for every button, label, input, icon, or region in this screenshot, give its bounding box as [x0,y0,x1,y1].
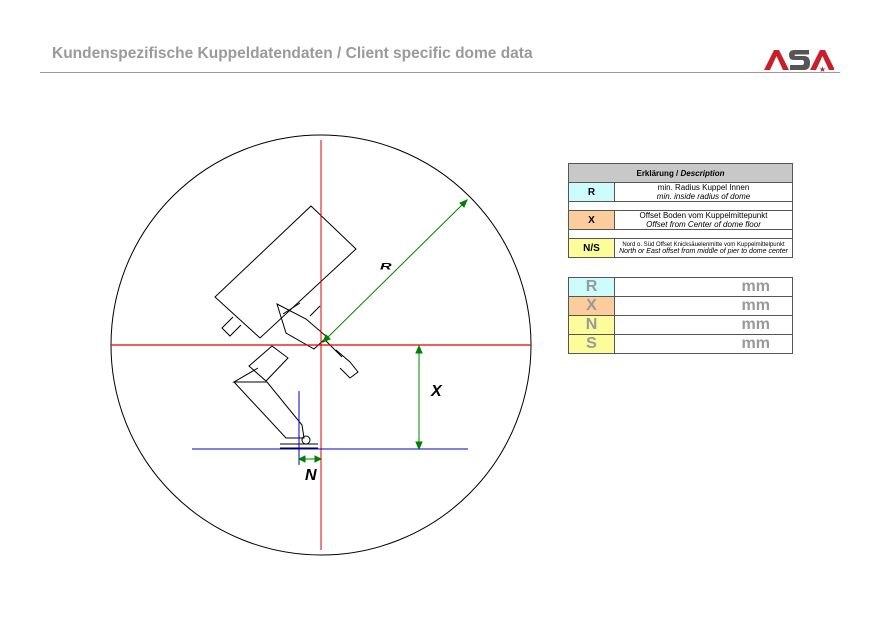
svg-text:★: ★ [819,65,826,74]
header-divider [40,72,840,73]
key-x: X [568,210,615,230]
description-header: Erklärung / Description [568,163,793,183]
value-input-r[interactable]: mm [614,277,793,297]
key-ns: N/S [568,238,615,258]
unit: mm [741,297,770,314]
value-key-x: X [568,296,615,316]
value-key-r: R [568,277,615,297]
header-de: Erklärung / [636,168,681,178]
desc-de: min. Radius Kuppel Innen [657,183,750,192]
unit: mm [741,335,770,352]
value-input-s[interactable]: mm [614,334,793,354]
key-r: R [568,182,615,202]
desc-en: min. inside radius of dome [656,192,751,201]
n-offset-label: N [305,467,317,484]
radius-label: R [380,261,392,272]
desc-ns: Nord o. Süd Offset Knicksäuelenmitte vom… [614,238,793,258]
desc-de: Offset Boden vom Kuppelmittepunkt [639,211,768,220]
value-key-n: N [568,315,615,335]
x-offset-label: X [431,383,442,400]
value-input-x[interactable]: mm [614,296,793,316]
desc-de: Nord o. Süd Offset Knicksäuelenmitte vom… [622,241,785,248]
value-input-n[interactable]: mm [614,315,793,335]
asa-logo: ★ [764,50,834,74]
dimension-arrows [297,199,468,463]
values-table: R mm X mm N mm S mm [568,277,793,354]
unit: mm [741,316,770,333]
desc-en: Offset from Center of dome floor [646,220,761,229]
telescope-drawing [214,205,359,449]
desc-en: North or East offset from middle of pier… [619,247,788,255]
page-title: Kundenspezifische Kuppeldatendaten / Cli… [52,45,533,62]
spacer-row [568,201,793,211]
unit: mm [741,278,770,295]
spacer-row [568,229,793,239]
header-en: Description [680,168,725,178]
value-key-s: S [568,334,615,354]
